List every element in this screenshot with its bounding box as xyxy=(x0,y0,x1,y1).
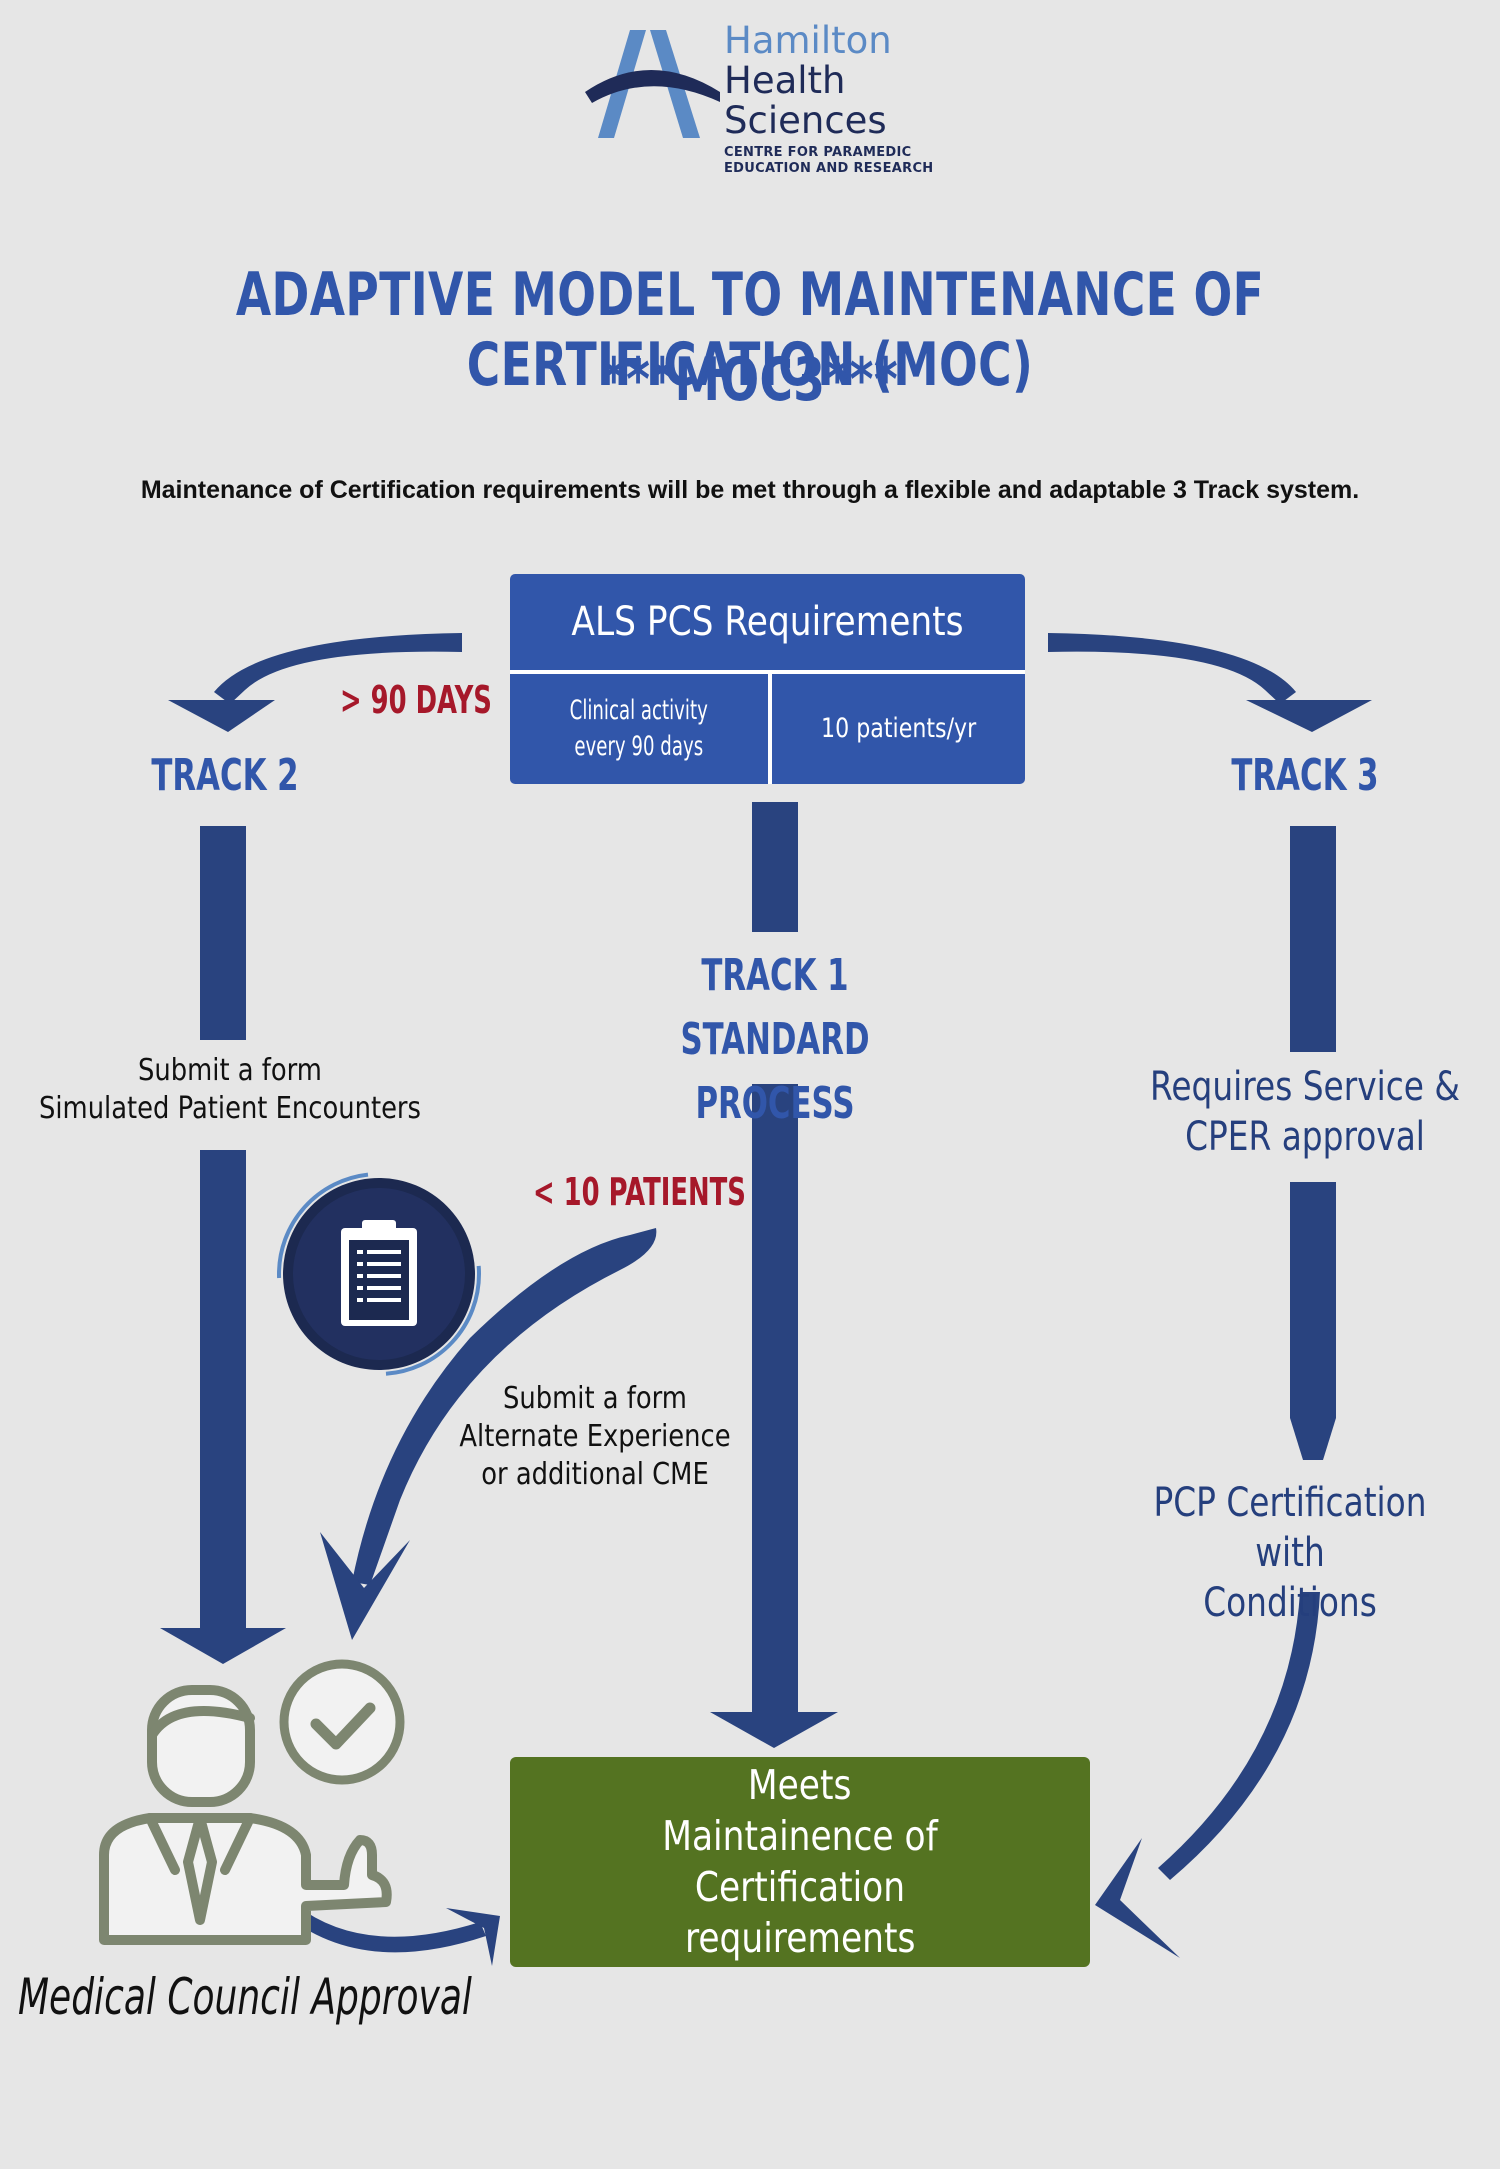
intro-text: Maintenance of Certification requirement… xyxy=(140,476,1360,504)
track1-curve-arrow xyxy=(352,1228,657,1585)
requirement-patients: 10 patients/yr xyxy=(820,713,977,744)
approval-arrowhead xyxy=(446,1908,500,1966)
track2-bar-bottom xyxy=(200,1150,246,1630)
logo-line2: Health xyxy=(724,59,846,102)
track3-final-arrowhead xyxy=(1095,1838,1180,1958)
requirement-clinical-activity: Clinical activity every 90 days xyxy=(510,674,768,784)
track3-label: TRACK 3 xyxy=(1231,750,1379,801)
logo-sub1: CENTRE FOR PARAMEDIC xyxy=(724,145,912,160)
track3-req-line1: Requires Service & xyxy=(1150,1064,1460,1110)
requirement-clinical-line1: Clinical activity xyxy=(569,695,709,726)
track2-curve-arrow xyxy=(214,633,462,704)
requirements-box: ALS PCS Requirements Clinical activity e… xyxy=(510,574,1025,784)
track1-down-arrowhead xyxy=(710,1712,838,1748)
track2-condition: > 90 DAYS xyxy=(340,678,492,722)
logo-line1: Hamilton xyxy=(724,19,892,62)
track2-form-line2: Simulated Patient Encounters xyxy=(39,1091,421,1126)
track3-cert-text: PCP Certification with Conditions xyxy=(1118,1478,1462,1628)
medical-council-approval-label: Medical Council Approval xyxy=(18,1968,472,2026)
track1-bar-bottom xyxy=(752,1084,798,1714)
approval-arrow xyxy=(282,1900,486,1953)
track3-bar-mid xyxy=(1290,1182,1336,1460)
track1-form-line3: or additional CME xyxy=(481,1457,709,1492)
track2-label: TRACK 2 xyxy=(151,750,299,801)
track1-line1: TRACK 1 xyxy=(701,950,849,1001)
track2-form-text: Submit a form Simulated Patient Encounte… xyxy=(32,1052,428,1128)
track1-label: TRACK 1 STANDARD PROCESS xyxy=(607,944,943,1136)
track1-form-line1: Submit a form xyxy=(503,1381,687,1416)
track3-requirement-text: Requires Service & CPER approval xyxy=(1145,1062,1465,1162)
person-icon xyxy=(99,1685,392,1945)
track3-final-curve xyxy=(1158,1592,1320,1880)
logo-line3: Sciences xyxy=(724,99,887,142)
track3-arrowhead xyxy=(1246,700,1372,732)
checkmark-icon xyxy=(279,1659,405,1785)
track3-cert-line2: Conditions xyxy=(1203,1580,1377,1626)
requirements-column-divider xyxy=(768,674,772,784)
track3-bar-top xyxy=(1290,826,1336,1052)
track1-condition: < 10 PATIENTS xyxy=(533,1170,746,1214)
track1-curve-arrowhead xyxy=(320,1532,410,1640)
page-title: ADAPTIVE MODEL TO MAINTENANCE OF CERTIFI… xyxy=(235,260,1265,400)
requirements-divider xyxy=(510,670,1025,674)
result-line2: Maintainence of Certification xyxy=(662,1812,938,1911)
track1-bar-top xyxy=(752,802,798,932)
track1-form-line2: Alternate Experience xyxy=(459,1419,731,1454)
result-line3: requirements xyxy=(684,1914,916,1962)
logo-sub2: EDUCATION AND RESEARCH xyxy=(724,161,934,176)
track3-curve-arrow xyxy=(1048,633,1296,704)
track2-arrowhead xyxy=(168,700,275,732)
track1-line2: STANDARD PROCESS xyxy=(680,1014,870,1129)
track2-bar-top xyxy=(200,826,246,1040)
track1-form-text: Submit a form Alternate Experience or ad… xyxy=(445,1380,746,1494)
requirement-clinical-line2: every 90 days xyxy=(574,731,704,762)
track2-form-line1: Submit a form xyxy=(138,1053,322,1088)
track3-cert-line1: PCP Certification with xyxy=(1153,1480,1427,1576)
logo: Hamilton Health Sciences CENTRE FOR PARA… xyxy=(724,22,933,177)
track3-req-line2: CPER approval xyxy=(1185,1114,1425,1160)
hhs-logo-icon xyxy=(585,30,720,138)
result-line1: Meets xyxy=(748,1761,852,1809)
track2-down-arrowhead xyxy=(160,1628,286,1664)
page-title-sub: ***MOC3*** xyxy=(601,345,899,415)
clipboard-icon xyxy=(277,1172,481,1376)
requirements-title: ALS PCS Requirements xyxy=(571,599,964,645)
result-box: Meets Maintainence of Certification requ… xyxy=(510,1757,1090,1967)
